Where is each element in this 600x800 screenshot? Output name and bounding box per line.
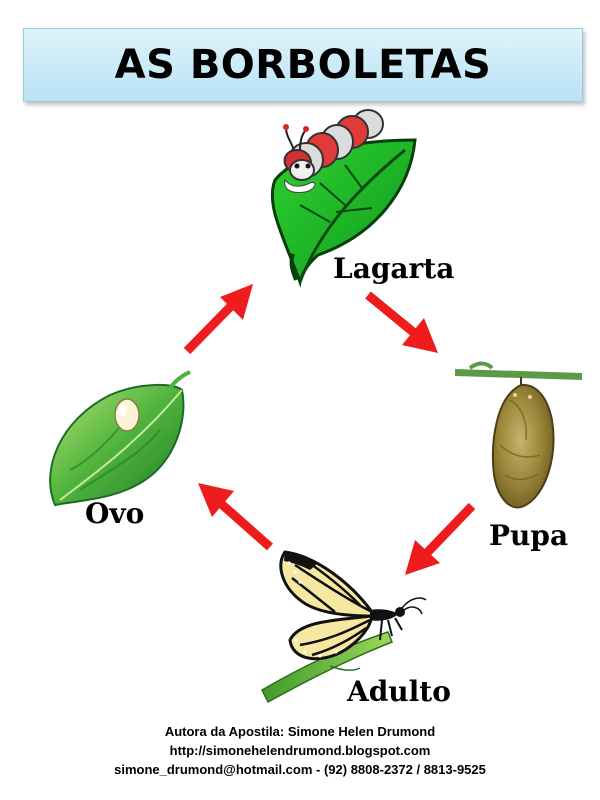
- stage-label-pupa: Pupa: [489, 519, 568, 552]
- stage-label-adulto: Adulto: [347, 675, 451, 708]
- contact-info: simone_drumond@hotmail.com - (92) 8808-2…: [0, 760, 600, 779]
- arrow-ovo-to-lagarta: [187, 284, 253, 351]
- chrysalis-icon: [455, 364, 582, 508]
- author-credit: Autora da Apostila: Simone Helen Drumond: [0, 722, 600, 741]
- blog-url: http://simonehelendrumond.blogspot.com: [0, 741, 600, 760]
- egg-on-leaf-icon: [50, 372, 190, 505]
- stage-label-lagarta: Lagarta: [333, 252, 454, 285]
- arrow-adulto-to-ovo: [198, 483, 270, 547]
- stage-label-ovo: Ovo: [85, 497, 144, 530]
- credits-footer: Autora da Apostila: Simone Helen Drumond…: [0, 722, 600, 779]
- arrow-lagarta-to-pupa: [368, 295, 438, 353]
- arrow-pupa-to-adulto: [405, 506, 472, 575]
